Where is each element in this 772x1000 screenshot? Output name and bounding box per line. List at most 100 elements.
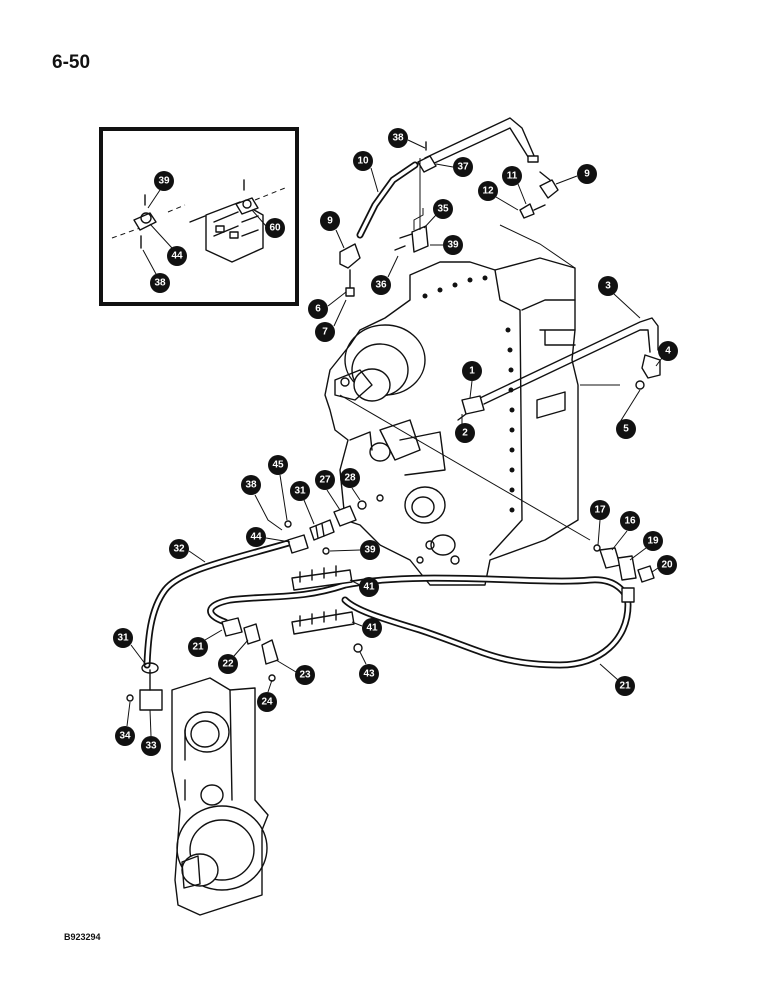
svg-text:24: 24: [261, 697, 273, 708]
svg-text:20: 20: [661, 560, 673, 571]
callout-38-mid: 38: [241, 475, 261, 495]
svg-text:44: 44: [171, 251, 183, 262]
callout-21-left: 21: [188, 637, 208, 657]
svg-text:36: 36: [375, 280, 387, 291]
svg-text:17: 17: [594, 505, 606, 516]
svg-text:27: 27: [319, 475, 331, 486]
svg-text:45: 45: [272, 460, 284, 471]
callout-43: 43: [359, 664, 379, 684]
svg-text:41: 41: [366, 623, 378, 634]
callout-31-lower: 31: [113, 628, 133, 648]
callout-12: 12: [478, 181, 498, 201]
callout-31-upper: 31: [290, 481, 310, 501]
callout-37: 37: [453, 157, 473, 177]
svg-text:21: 21: [192, 642, 204, 653]
callout-4: 4: [658, 341, 678, 361]
svg-text:3: 3: [605, 281, 611, 292]
cooler-tube: [339, 117, 576, 297]
center-fittings: [284, 494, 384, 555]
svg-text:19: 19: [647, 536, 659, 547]
callout-38-top: 38: [388, 128, 408, 148]
callout-9-left: 9: [320, 211, 340, 231]
svg-text:43: 43: [363, 669, 375, 680]
callout-45: 45: [268, 455, 288, 475]
drawing-code: B923294: [64, 932, 101, 942]
svg-text:44: 44: [250, 532, 262, 543]
callout-33: 33: [141, 736, 161, 756]
callout-41-upper: 41: [359, 577, 379, 597]
callout-20: 20: [657, 555, 677, 575]
lower-fittings: [221, 617, 279, 682]
callout-44-mid: 44: [246, 527, 266, 547]
callout-2: 2: [455, 423, 475, 443]
svg-text:37: 37: [457, 162, 469, 173]
svg-text:2: 2: [462, 428, 468, 439]
svg-text:60: 60: [269, 223, 281, 234]
svg-text:31: 31: [117, 633, 129, 644]
inset-detail: [99, 127, 299, 306]
callout-11: 11: [502, 166, 522, 186]
svg-text:38: 38: [154, 278, 166, 289]
callout-19: 19: [643, 531, 663, 551]
svg-text:10: 10: [357, 156, 369, 167]
svg-text:33: 33: [145, 741, 157, 752]
lower-right-fittings: [339, 394, 655, 583]
callout-24: 24: [257, 692, 277, 712]
page-number: 6-50: [52, 52, 91, 73]
svg-text:31: 31: [294, 486, 306, 497]
svg-text:6: 6: [315, 304, 321, 315]
svg-text:16: 16: [624, 516, 636, 527]
callout-16: 16: [620, 511, 640, 531]
callout-22: 22: [218, 654, 238, 674]
callout-34: 34: [115, 726, 135, 746]
svg-text:7: 7: [322, 327, 328, 338]
svg-text:23: 23: [299, 670, 311, 681]
svg-text:12: 12: [482, 186, 494, 197]
callout-5: 5: [616, 419, 636, 439]
callout-41-lower: 41: [362, 618, 382, 638]
callout-7: 7: [315, 322, 335, 342]
callout-35: 35: [433, 199, 453, 219]
svg-text:4: 4: [665, 346, 671, 357]
callout-27: 27: [315, 470, 335, 490]
svg-text:39: 39: [158, 176, 170, 187]
callout-39-inset: 39: [154, 171, 174, 191]
svg-text:28: 28: [344, 473, 356, 484]
hose-assemblies: [143, 538, 635, 669]
hose-clamps: [291, 565, 363, 653]
svg-text:21: 21: [619, 681, 631, 692]
svg-text:39: 39: [447, 240, 459, 251]
callout-32: 32: [169, 539, 189, 559]
final-drive-housing: [126, 662, 269, 916]
svg-text:38: 38: [392, 133, 404, 144]
callout-60: 60: [265, 218, 285, 238]
callout-36: 36: [371, 275, 391, 295]
callout-21-right: 21: [615, 676, 635, 696]
transmission-housing: [324, 257, 579, 586]
callout-3: 3: [598, 276, 618, 296]
svg-text:11: 11: [507, 171, 518, 182]
callout-38-inset: 38: [150, 273, 170, 293]
callout-9-right: 9: [577, 164, 597, 184]
svg-text:34: 34: [119, 731, 131, 742]
return-tube: [457, 317, 661, 421]
callout-10: 10: [353, 151, 373, 171]
callout-44-inset: 44: [167, 246, 187, 266]
svg-text:1: 1: [469, 366, 475, 377]
svg-text:9: 9: [584, 169, 590, 180]
svg-text:32: 32: [173, 544, 185, 555]
callout-28: 28: [340, 468, 360, 488]
callout-39-center: 39: [443, 235, 463, 255]
callout-39-mid: 39: [360, 540, 380, 560]
callout-1: 1: [462, 361, 482, 381]
svg-text:41: 41: [363, 582, 375, 593]
callout-17: 17: [590, 500, 610, 520]
svg-text:39: 39: [364, 545, 376, 556]
callout-6: 6: [308, 299, 328, 319]
svg-text:9: 9: [327, 216, 333, 227]
callout-23: 23: [295, 665, 315, 685]
svg-text:35: 35: [437, 204, 449, 215]
svg-text:38: 38: [245, 480, 257, 491]
svg-text:5: 5: [623, 424, 629, 435]
